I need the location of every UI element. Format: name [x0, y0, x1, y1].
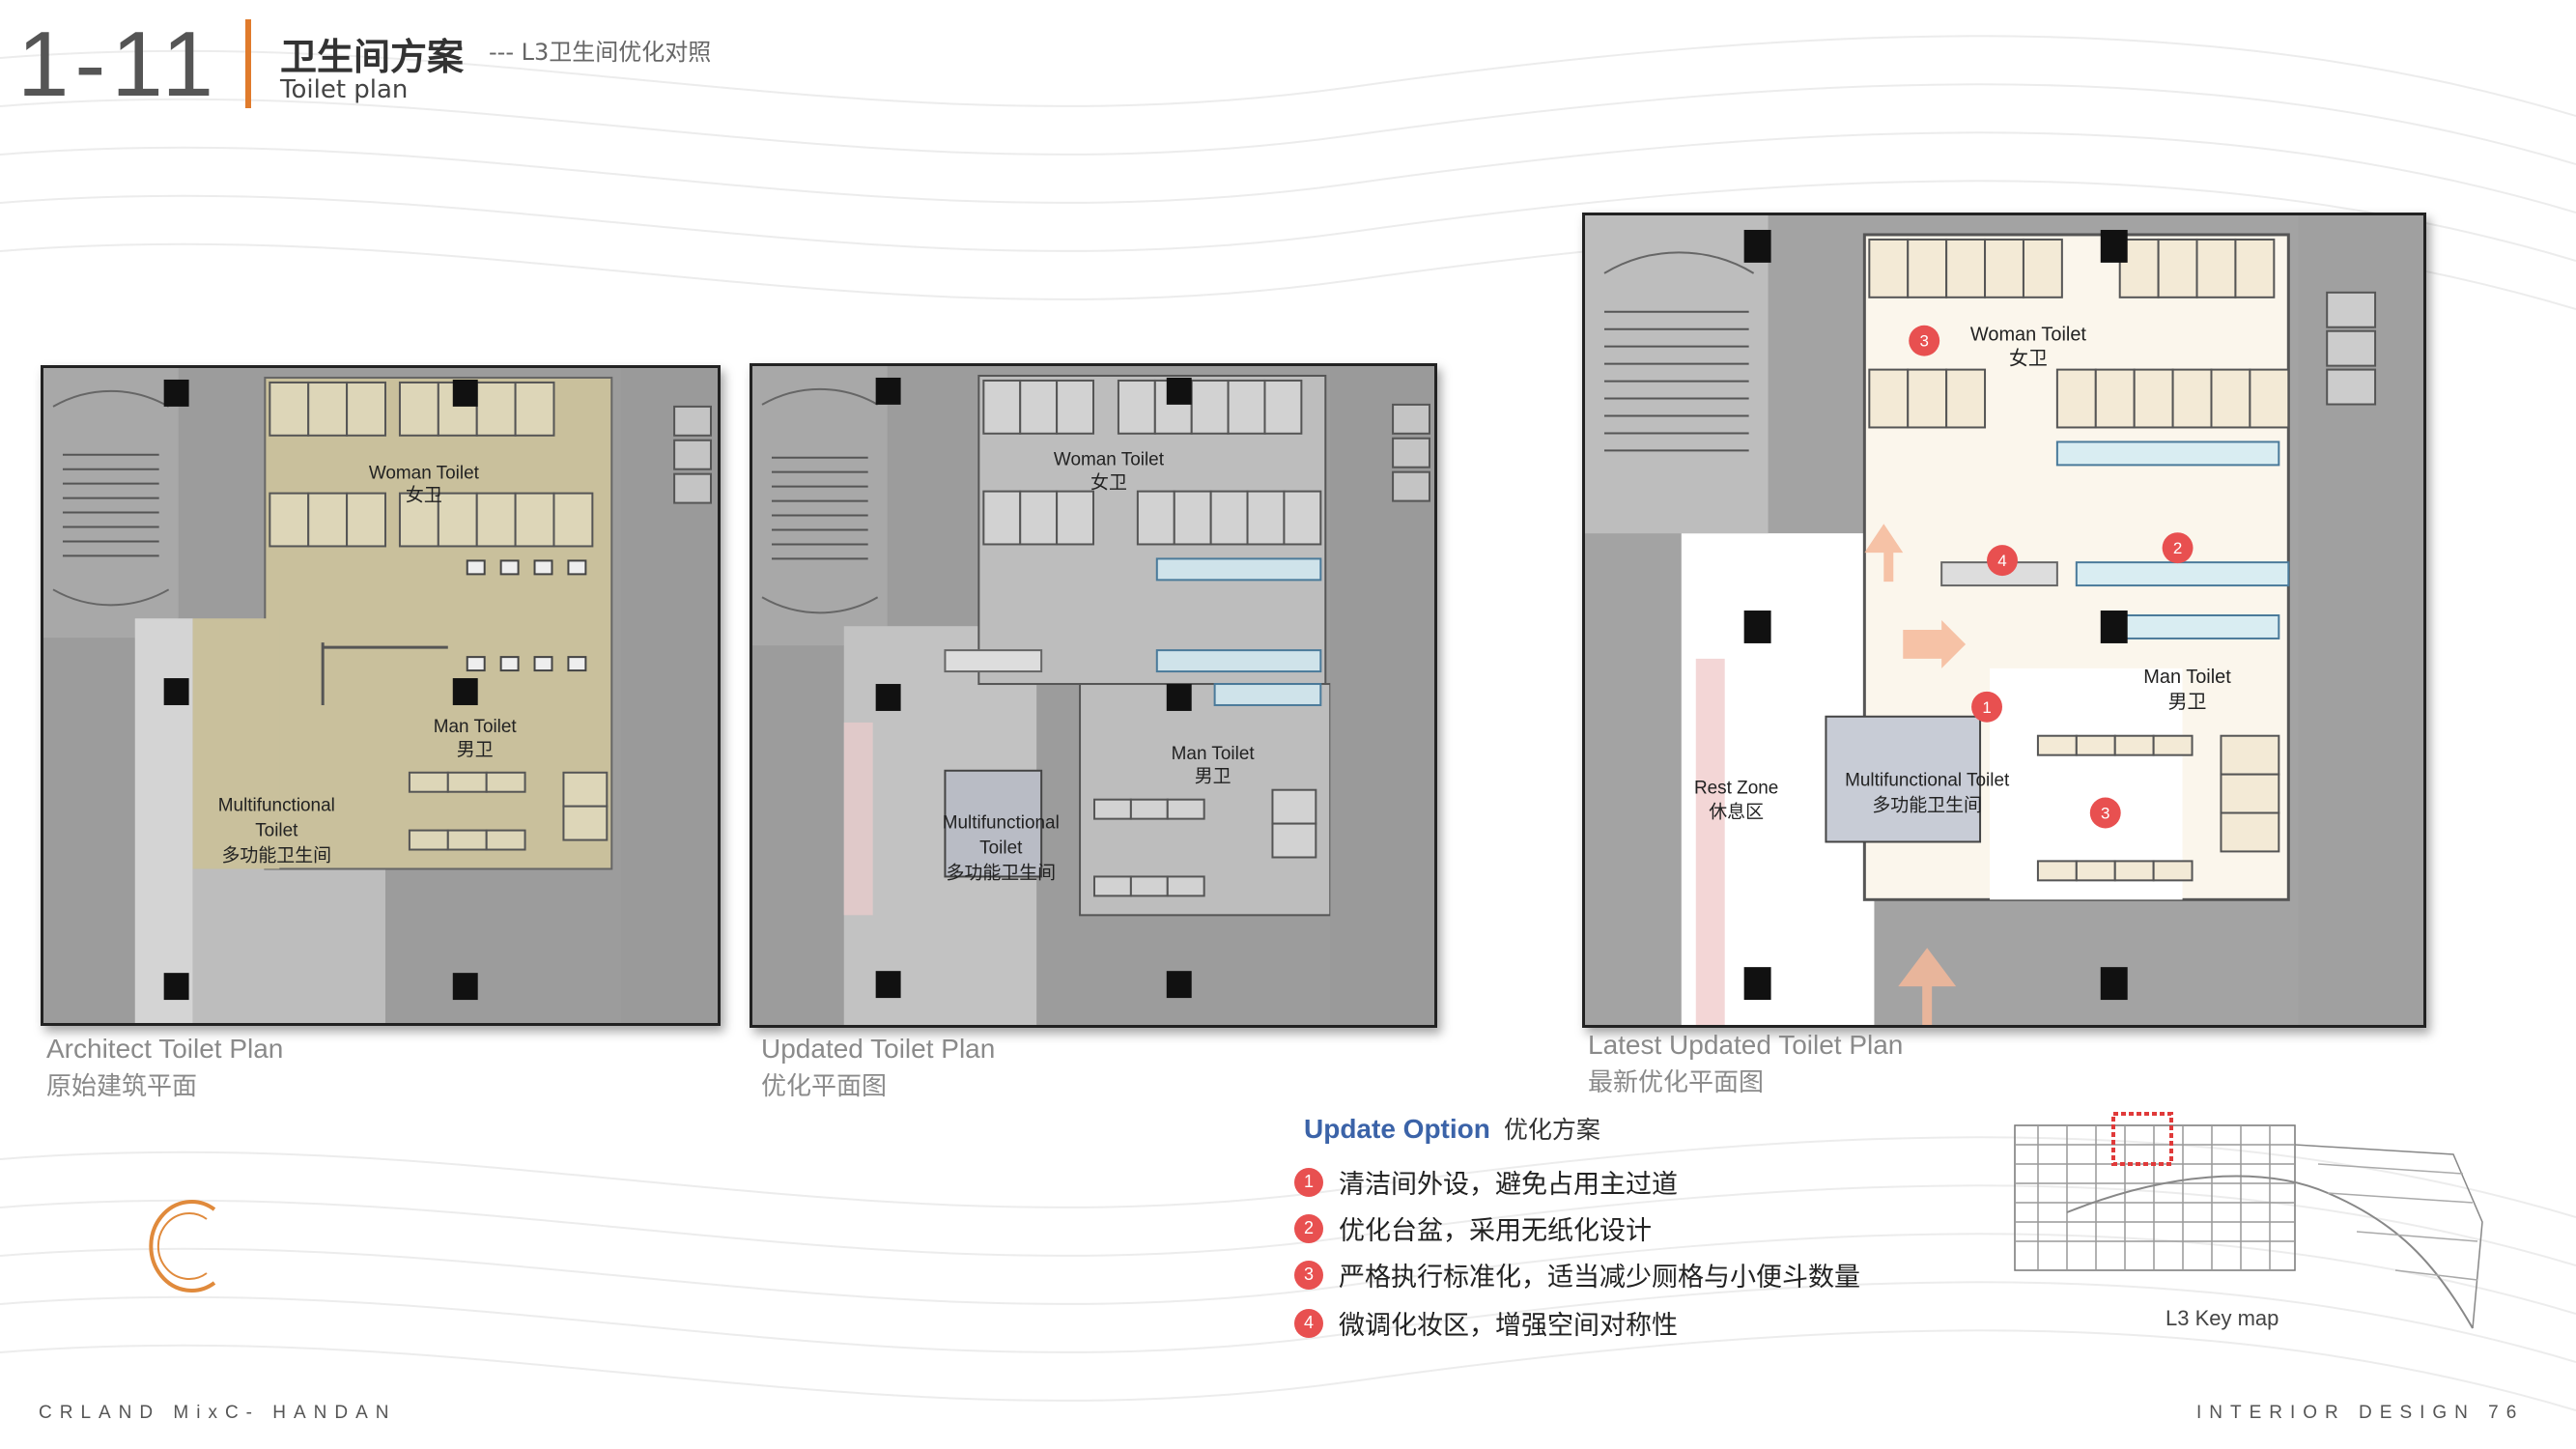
marker-1	[1971, 691, 2003, 723]
marker-3b	[2089, 797, 2121, 829]
option-text: 优化台盆，采用无纸化设计	[1339, 1216, 1652, 1246]
plan1-multi-label-en: Multifunctional	[218, 796, 335, 816]
plan2-woman-label-cn: 女卫	[1090, 472, 1127, 494]
latest-plan-label-cn: 最新优化平面图	[1588, 1067, 1765, 1096]
update-option-item: 4 微调化妆区，增强空间对称性	[1294, 1304, 1678, 1342]
plan1-woman-label-en: Woman Toilet	[369, 464, 480, 484]
plan2-woman-label-en: Woman Toilet	[1054, 450, 1165, 470]
marker-4	[1987, 545, 2018, 577]
marker-2	[2162, 532, 2194, 564]
plan1-man-label-cn: 男卫	[457, 740, 494, 760]
plan3-rest-label-cn: 休息区	[1709, 802, 1764, 823]
plan1-man-label-en: Man Toilet	[434, 717, 518, 737]
plan2-multi-label-cn: 多功能卫生间	[946, 862, 1056, 883]
update-option-heading: Update Option 优化方案	[1304, 1111, 1600, 1146]
footer-page-info: INTERIOR DESIGN 76	[2196, 1403, 2525, 1423]
latest-plan-drawing: 3 2 4 1 3 Woman Toilet 女卫 Man Toilet 男卫 …	[1585, 215, 2423, 1025]
option-text: 清洁间外设，避免占用主过道	[1339, 1170, 1678, 1200]
update-option-item: 2 优化台盆，采用无纸化设计	[1294, 1209, 1652, 1247]
plan1-multi-label-cn: 多功能卫生间	[221, 844, 331, 866]
option-text: 严格执行标准化，适当减少厕格与小便斗数量	[1339, 1263, 1860, 1293]
marker-3a-label: 3	[1919, 332, 1928, 351]
option-number-badge: 1	[1294, 1167, 1323, 1197]
option-number-badge: 3	[1294, 1260, 1323, 1290]
option-number-badge: 2	[1294, 1213, 1323, 1243]
plan3-man-label-en: Man Toilet	[2143, 667, 2231, 688]
plan3-multi-label-cn: 多功能卫生间	[1872, 795, 1982, 816]
plan3-rest-label-en: Rest Zone	[1694, 779, 1778, 799]
plan3-multi-label-en: Multifunctional Toilet	[1845, 771, 2010, 791]
keymap-highlight-box	[2111, 1112, 2173, 1166]
footer-project-name: CRLAND MixC- HANDAN	[39, 1403, 397, 1423]
update-option-item: 3 严格执行标准化，适当减少厕格与小便斗数量	[1294, 1256, 1860, 1293]
marker-1-label: 1	[1982, 698, 1991, 717]
architect-plan-label: Architect Toilet Plan 原始建筑平面	[46, 1034, 283, 1102]
architect-plan-label-cn: 原始建筑平面	[46, 1071, 198, 1100]
plan2-man-label-en: Man Toilet	[1172, 744, 1256, 764]
option-text: 微调化妆区，增强空间对称性	[1339, 1311, 1678, 1341]
update-option-title-en: Update Option	[1304, 1114, 1490, 1144]
plan2-multi-label-en: Multifunctional	[943, 813, 1060, 834]
plan2-man-label-cn: 男卫	[1195, 767, 1231, 787]
marker-3b-label: 3	[2101, 805, 2109, 823]
page-title-english: Toilet plan	[280, 75, 409, 104]
latest-updated-toilet-plan: 3 2 4 1 3 Woman Toilet 女卫 Man Toilet 男卫 …	[1582, 213, 2426, 1028]
plan3-woman-label-cn: 女卫	[2009, 348, 2048, 370]
page-subtitle: --- L3卫生间优化对照	[489, 39, 712, 66]
page-number: 1-11	[17, 13, 220, 116]
architect-plan-drawing: Woman Toilet 女卫 Man Toilet 男卫 Multifunct…	[43, 368, 718, 1023]
marker-2-label: 2	[2173, 539, 2182, 557]
latest-plan-markers: 3 2 4 1 3	[1909, 325, 2194, 829]
update-option-title-cn: 优化方案	[1503, 1116, 1600, 1144]
marker-3a	[1909, 325, 1940, 356]
marker-4-label: 4	[1997, 552, 2006, 570]
latest-plan-label-en: Latest Updated Toilet Plan	[1588, 1030, 1904, 1060]
updated-plan-label: Updated Toilet Plan 优化平面图	[761, 1034, 995, 1102]
plan1-multi-label-en-2: Toilet	[255, 821, 298, 841]
architect-plan-label-en: Architect Toilet Plan	[46, 1034, 284, 1064]
plan2-multi-label-en-2: Toilet	[979, 838, 1023, 859]
mixc-logo-icon	[149, 1200, 216, 1293]
updated-plan-drawing: Woman Toilet 女卫 Man Toilet 男卫 Multifunct…	[752, 366, 1434, 1025]
option-number-badge: 4	[1294, 1308, 1323, 1338]
header-accent-bar	[245, 19, 251, 108]
latest-plan-label: Latest Updated Toilet Plan 最新优化平面图	[1588, 1030, 1903, 1098]
updated-toilet-plan: Woman Toilet 女卫 Man Toilet 男卫 Multifunct…	[750, 363, 1437, 1028]
plan3-man-label-cn: 男卫	[2168, 692, 2207, 713]
page-title: 卫生间方案	[280, 36, 465, 78]
updated-plan-label-cn: 优化平面图	[761, 1071, 888, 1100]
update-option-item: 1 清洁间外设，避免占用主过道	[1294, 1163, 1678, 1201]
architect-toilet-plan: Woman Toilet 女卫 Man Toilet 男卫 Multifunct…	[41, 365, 721, 1026]
plan3-woman-label-en: Woman Toilet	[1970, 325, 2087, 346]
plan1-woman-label-cn: 女卫	[406, 485, 442, 506]
updated-plan-label-en: Updated Toilet Plan	[761, 1034, 996, 1064]
keymap-label: L3 Key map	[2166, 1306, 2279, 1330]
l3-key-map	[2014, 1112, 2483, 1329]
